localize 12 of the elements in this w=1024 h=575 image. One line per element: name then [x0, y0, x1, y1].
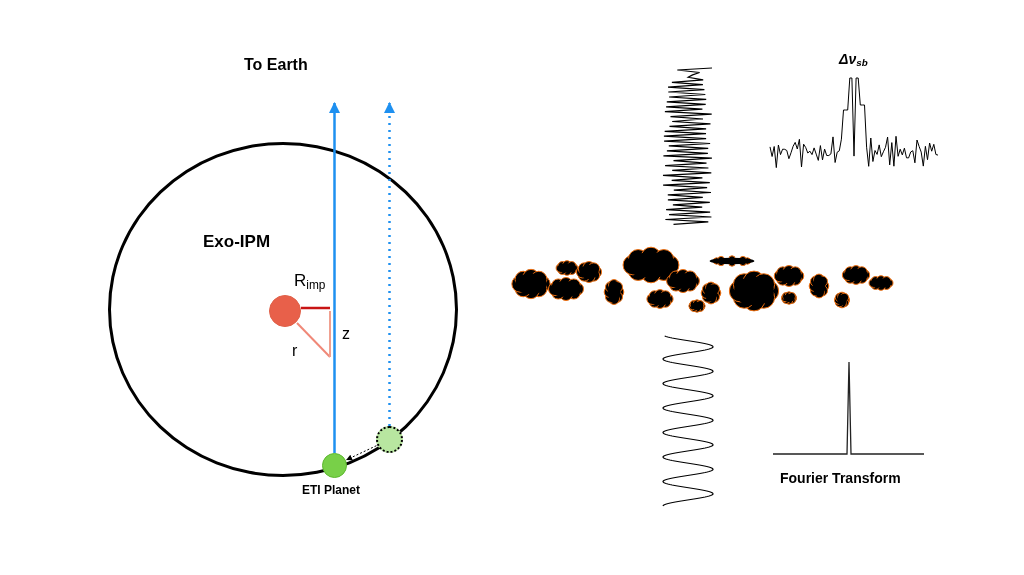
arrow: [384, 101, 395, 426]
chart-caption: Fourier Transform: [780, 471, 901, 485]
axis-label: r: [292, 343, 298, 359]
radius-label: R$_{imp}$: [294, 272, 326, 292]
arrow: [329, 101, 340, 453]
axis-label: z: [342, 326, 350, 342]
arrow: [346, 445, 377, 461]
planet-label: ETI Planet: [302, 484, 360, 496]
region-label: Exo-IPM: [203, 233, 271, 250]
direction-label: To Earth: [244, 57, 308, 73]
star-circle: [269, 295, 301, 327]
frequency-label: Δν$_{sb}$: [839, 52, 868, 69]
